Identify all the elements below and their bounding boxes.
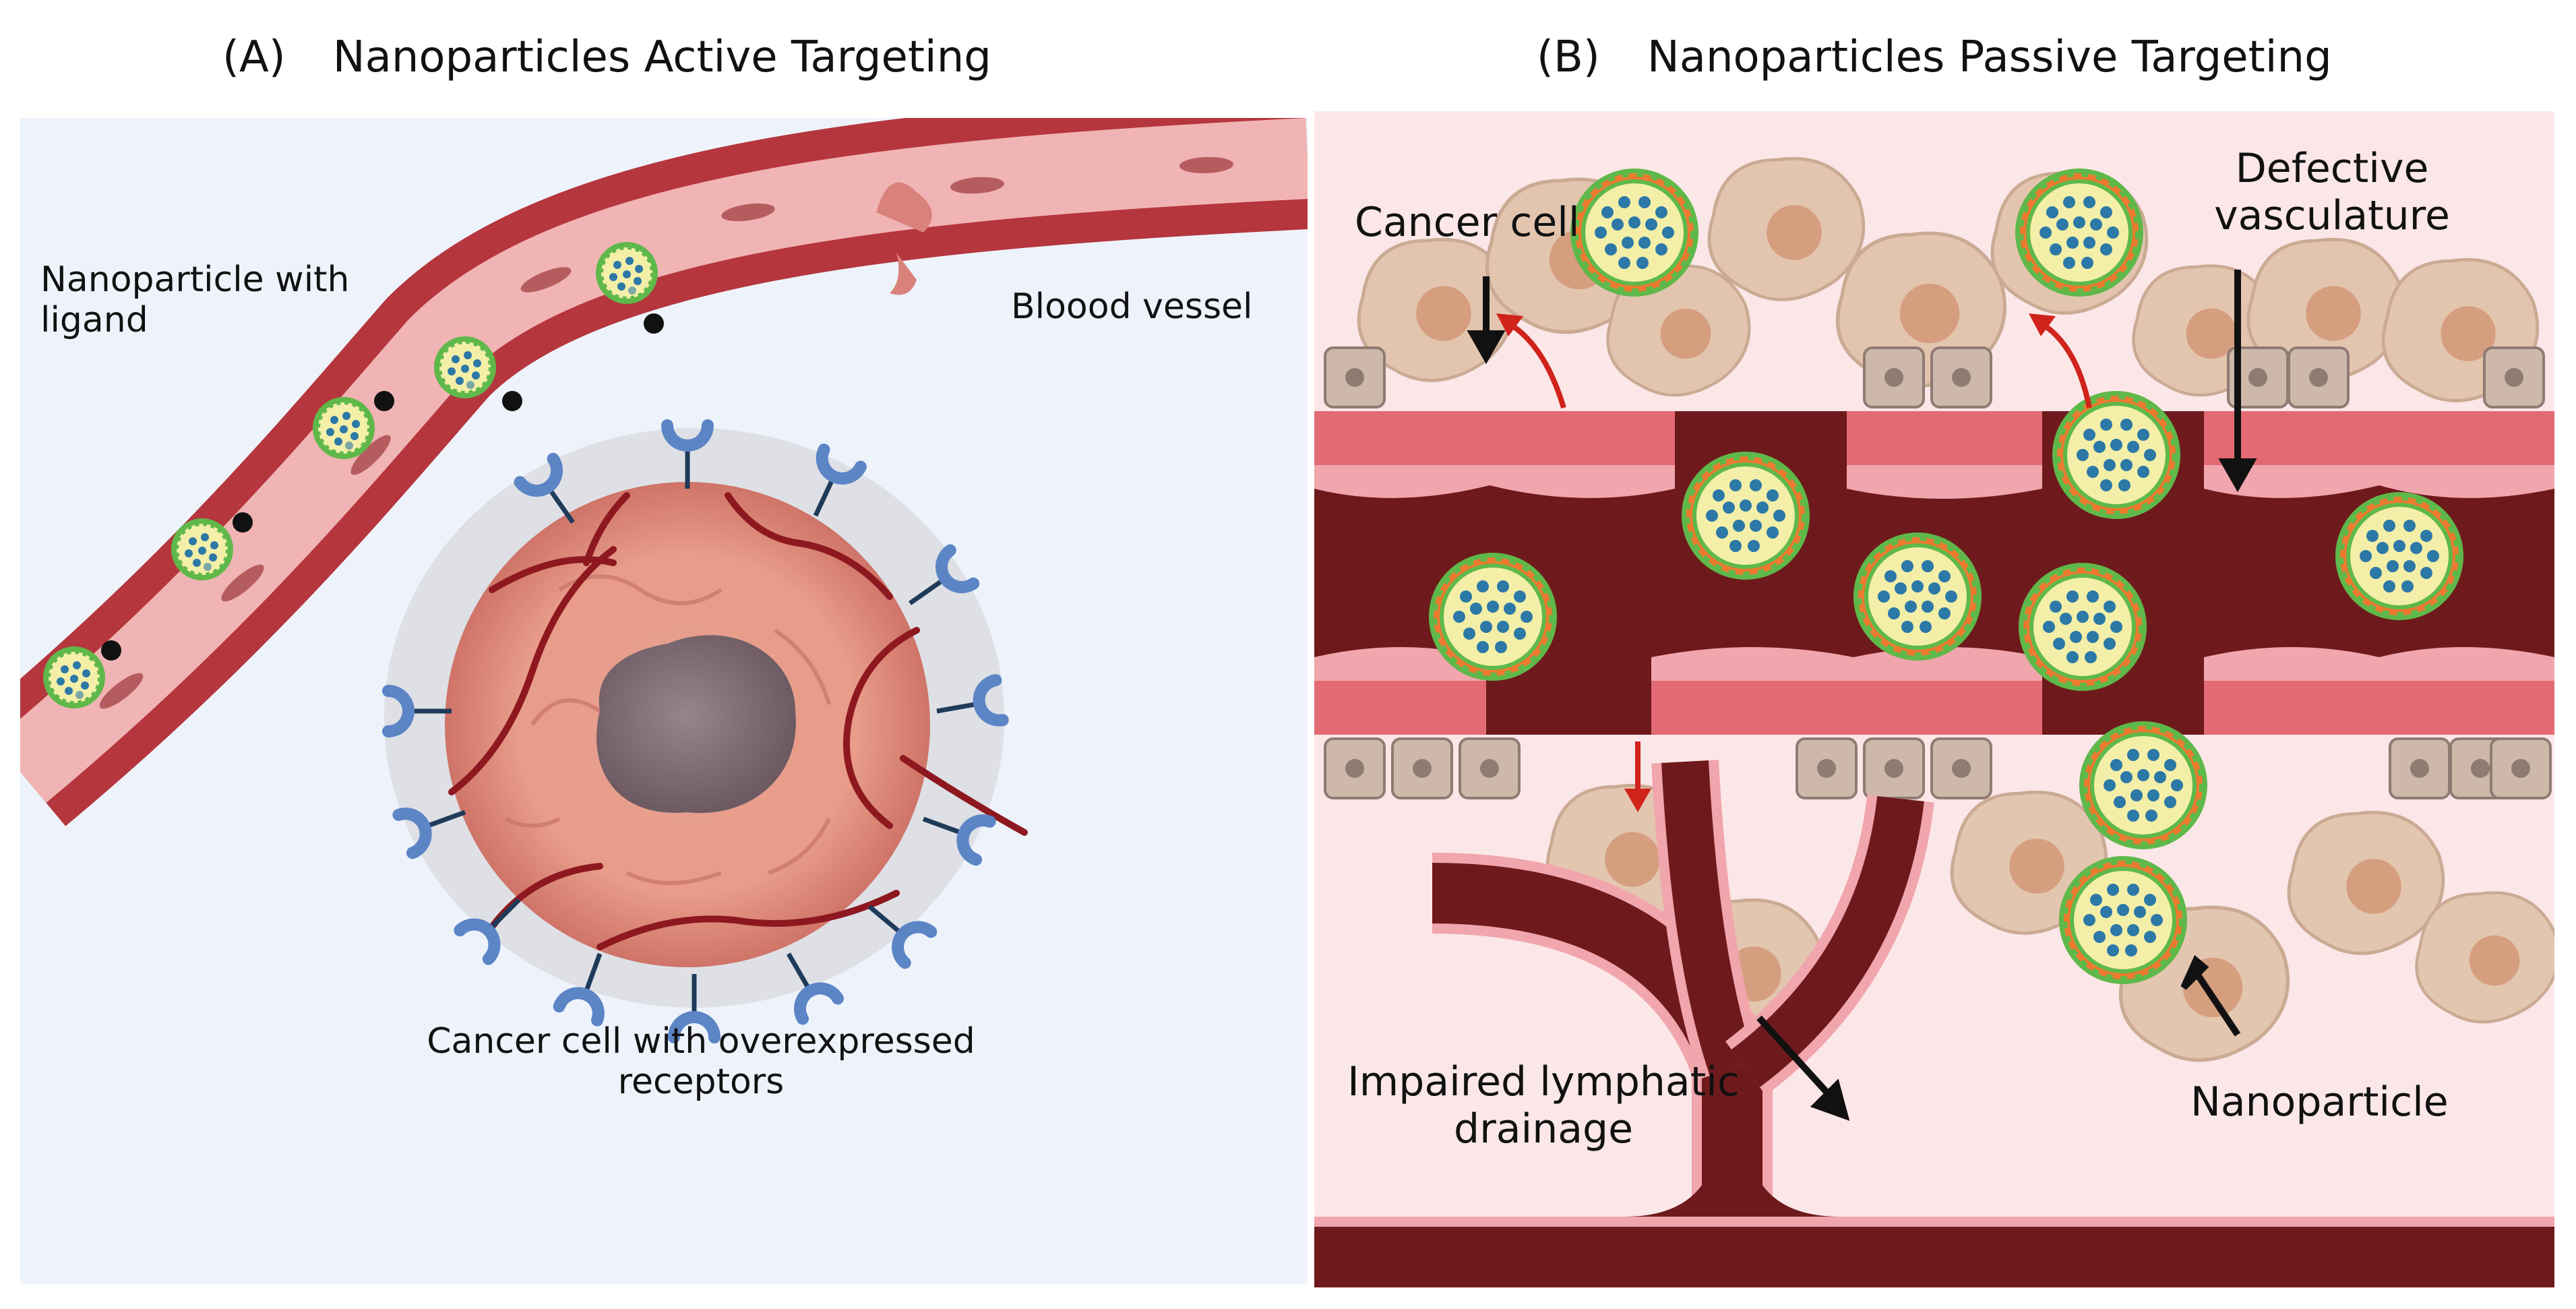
label-impaired-lymphatic-drainage: Impaired lymphatic drainage	[1347, 1058, 1740, 1153]
label-nanoparticle-with-ligand: Nanoparticle with ligand	[40, 260, 350, 340]
label-nanoparticle: Nanoparticle	[2190, 1078, 2449, 1126]
panel-b-illustration	[1314, 111, 2554, 1287]
blood-vessel	[20, 118, 1308, 826]
panel-b-title-row: (B) Nanoparticles Passive Targeting	[1537, 20, 2379, 94]
panel-a-title-row: (A) Nanoparticles Active Targeting	[222, 20, 998, 94]
panel-a-letter: (A)	[222, 32, 286, 82]
panel-b-title: Nanoparticles Passive Targeting	[1647, 32, 2332, 82]
label-cancer-cell-receptors: Cancer cell with overexpressed receptors	[427, 1021, 975, 1102]
label-cancer-cell: Cancer cell	[1355, 199, 1580, 246]
label-blood-vessel: Bloood vessel	[1011, 286, 1253, 327]
panel-a: Nanoparticle with ligand Bloood vessel C…	[20, 118, 1308, 1284]
label-defective-vasculature: Defective vasculature	[2214, 145, 2450, 239]
panel-a-illustration	[20, 118, 1308, 1284]
panel-a-title: Nanoparticles Active Targeting	[332, 32, 991, 82]
panel-b-letter: (B)	[1537, 32, 1600, 82]
nanoparticles-in-vessel	[43, 242, 664, 708]
panel-b: Cancer cell Defective vasculature Impair…	[1314, 111, 2554, 1287]
cancer-cell-tumor	[445, 482, 1028, 967]
callout-arrows	[1467, 270, 2257, 1121]
